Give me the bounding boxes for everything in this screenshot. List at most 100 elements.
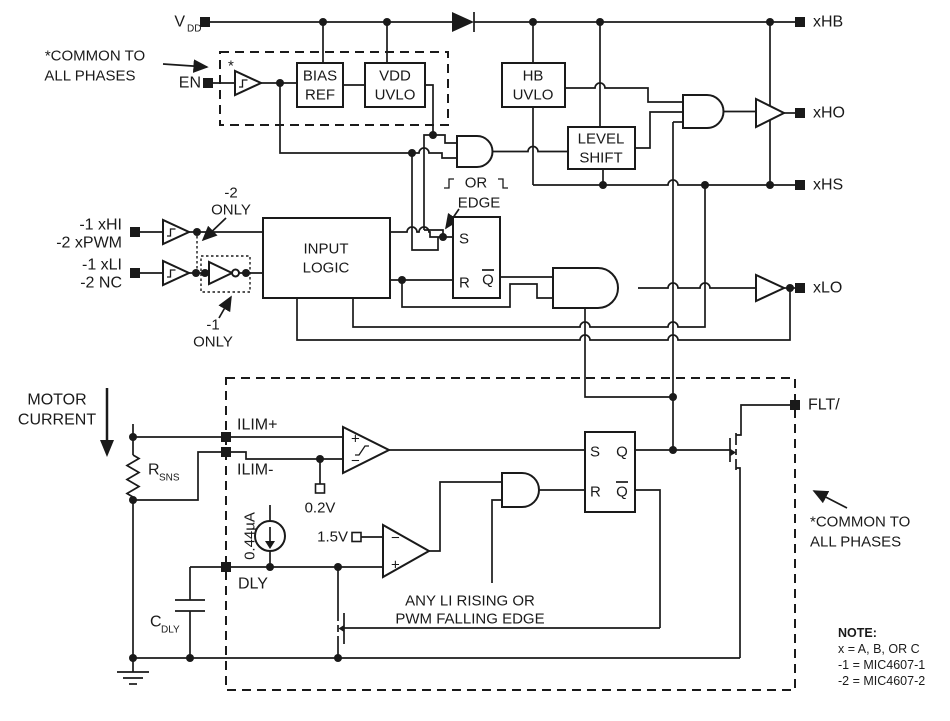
note-line2: -1 = MIC4607-1 — [838, 658, 925, 672]
hb-uvlo-line2: UVLO — [513, 87, 554, 104]
hi-label-line1: -1 xHI — [79, 217, 122, 234]
hi-schmitt-buffer-icon — [162, 218, 192, 246]
common-top-line1: *COMMON TO — [45, 48, 145, 65]
hb-uvlo-block: HB UVLO — [501, 62, 683, 185]
xhs-pad — [795, 180, 805, 190]
minus2-only-arrow — [201, 217, 227, 242]
flt-pad — [790, 400, 800, 410]
hi-pad — [130, 227, 140, 237]
common-phases-bottom-annotation: *COMMON TO ALL PHASES — [810, 490, 910, 551]
vdd-uvlo-line2: UVLO — [375, 87, 416, 104]
dly-current-source: 0.44µA — [242, 505, 286, 567]
or-edge-annotation: OR EDGE — [444, 175, 508, 230]
ref-15v-source-icon — [351, 531, 362, 543]
minus2-text: -2 — [224, 185, 237, 202]
flt-label: FLT/ — [808, 397, 840, 414]
lo-and-gate — [401, 267, 756, 398]
common-phases-top-box: *COMMON TO ALL PHASES * — [44, 48, 449, 126]
vdd-pad — [200, 17, 210, 27]
motor-current-annotation: MOTOR CURRENT — [18, 388, 114, 457]
common-bottom-arrow — [812, 490, 848, 509]
flt-mosfet-icon — [729, 404, 790, 658]
common-bottom-line2: ALL PHASES — [810, 534, 901, 551]
latch2-r-label: R — [590, 484, 601, 501]
or-text: OR — [465, 175, 488, 192]
hi-label-line2: -2 xPWM — [56, 235, 122, 252]
xhs-rail: xHS — [533, 177, 843, 194]
bias-ref-line2: REF — [305, 87, 335, 104]
ref-02v-source-icon — [314, 483, 326, 494]
flt-output: FLT/ — [729, 397, 840, 658]
common-bottom-line1: *COMMON TO — [810, 514, 910, 531]
dly-pad — [221, 562, 231, 572]
dly-comparator-icon — [382, 523, 432, 579]
dly-comparator: 1.5V − + — [317, 481, 502, 579]
common-phases-bottom-box — [225, 377, 796, 691]
note-block: NOTE: x = A, B, OR C -1 = MIC4607-1 -2 =… — [838, 626, 925, 688]
minus2-only-text: ONLY — [211, 202, 251, 219]
ho-and-gate — [673, 94, 756, 129]
note-title: NOTE: — [838, 626, 877, 640]
bias-ref-block: BIAS REF — [296, 62, 344, 108]
xlo-pad — [795, 283, 805, 293]
falling-edge-icon — [498, 178, 508, 189]
ilim-plus-pad — [221, 432, 231, 442]
ilim-lines: ILIM+ ILIM- — [133, 417, 343, 501]
xlo-label: xLO — [813, 280, 842, 297]
note-line1: x = A, B, OR C — [838, 642, 920, 656]
latch2-q-label: Q — [616, 444, 628, 461]
vdd-rail: V DD xHB — [174, 12, 843, 185]
ilim-plus-label: ILIM+ — [237, 417, 277, 434]
lo-driver: xLO — [755, 273, 842, 303]
rsns-sub-label: SNS — [159, 473, 180, 484]
input-logic-block: INPUT LOGIC — [262, 217, 391, 299]
input-logic-routing — [296, 185, 791, 341]
dly-discharge-mosfet-icon — [337, 567, 660, 658]
diode-icon — [452, 12, 474, 32]
rsns-resistor-icon — [125, 454, 141, 498]
enable-and-gate — [456, 135, 568, 168]
li-label-line1: -1 xLI — [82, 257, 122, 274]
latch1-s-label: S — [459, 231, 469, 248]
xhb-pad — [795, 17, 805, 27]
latch2-qbar-label: Q — [616, 484, 628, 501]
inverter-bubble-icon — [231, 268, 240, 278]
rising-edge-icon — [444, 178, 454, 189]
vdd-uvlo-line1: VDD — [379, 68, 411, 85]
input-logic-line2: LOGIC — [303, 260, 350, 277]
minus1-only-text: ONLY — [193, 334, 233, 351]
vdd-sub-label: DD — [187, 24, 201, 35]
latch1-r-label: R — [459, 275, 470, 292]
enable-routing — [279, 83, 457, 251]
xhs-label: xHS — [813, 177, 843, 194]
comp1-minus: − — [351, 453, 360, 470]
current-text: CURRENT — [18, 412, 96, 429]
xho-label: xHO — [813, 105, 845, 122]
li-pad — [130, 268, 140, 278]
cdly-label: C — [150, 614, 162, 631]
ilim-minus-pad — [221, 447, 231, 457]
vdd-label: V — [174, 14, 185, 31]
asterisk-mark: * — [228, 58, 234, 75]
ilim-minus-label: ILIM- — [237, 462, 273, 479]
common-top-line2: ALL PHASES — [44, 68, 135, 85]
xhb-label: xHB — [813, 14, 843, 31]
input-logic-line1: INPUT — [304, 241, 349, 258]
en-label: EN — [179, 75, 201, 92]
ref-02v-label: 0.2V — [305, 500, 336, 517]
level-shift-line1: LEVEL — [578, 131, 625, 148]
any-li-line1: ANY LI RISING OR — [405, 593, 535, 610]
minus1-text: -1 — [206, 317, 219, 334]
ilim-comparator: + − 0.2V — [305, 425, 585, 517]
note-line3: -2 = MIC4607-2 — [838, 674, 925, 688]
ilim-comparator-icon — [342, 425, 392, 475]
ref-15v-label: 1.5V — [317, 529, 348, 546]
comp1-plus: + — [351, 431, 360, 448]
level-shift-block: LEVEL SHIFT — [567, 111, 683, 185]
dly-label: DLY — [238, 576, 268, 593]
li-label-line2: -2 NC — [80, 275, 122, 292]
minus1-inverter-dotted-box — [200, 255, 251, 293]
hi-input: -1 xHI -2 xPWM — [56, 217, 263, 252]
